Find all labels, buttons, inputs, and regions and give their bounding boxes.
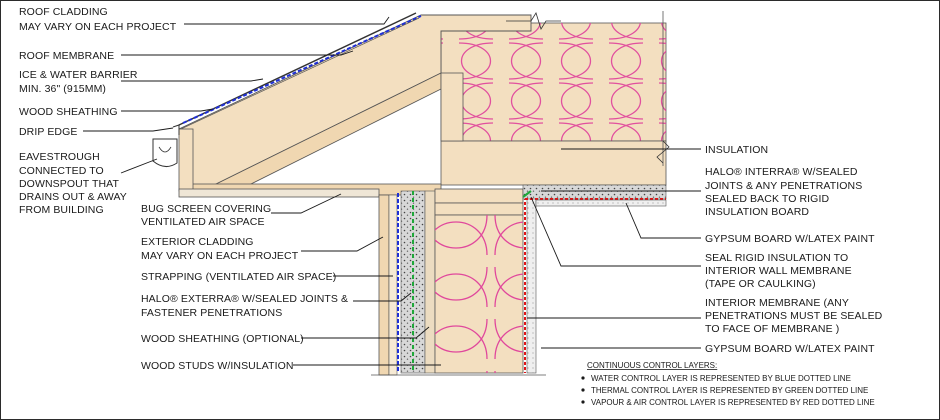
label-wood-sheathing-roof: WOOD SHEATHING [19, 106, 118, 118]
eavestrough [152, 138, 178, 167]
leader-lines [83, 16, 701, 366]
thermal-corner-seal [522, 190, 532, 198]
label-insulation: INSULATION [705, 144, 768, 156]
wall-assembly [371, 184, 667, 376]
gypsum-ceiling [535, 199, 667, 207]
wall-sheathing [424, 190, 436, 374]
strapping [388, 194, 398, 376]
break-line-top [506, 12, 561, 30]
roof-assembly [178, 11, 670, 196]
exterior-cladding [378, 194, 390, 376]
top-plate-2 [434, 202, 524, 216]
fascia [178, 128, 194, 192]
label-gypsum-ceiling: GYPSUM BOARD W/LATEX PAINT [705, 233, 875, 245]
eave-assembly [152, 124, 380, 198]
legend: CONTINUOUS CONTROL LAYERS: WATER CONTROL… [581, 361, 875, 407]
label-drip-edge: DRIP EDGE [19, 126, 77, 138]
right-labels: INSULATION HALO® INTERRA® W/SEALED JOINT… [705, 144, 885, 355]
roof-sheathing-line [180, 17, 420, 130]
legend-title: CONTINUOUS CONTROL LAYERS: [587, 361, 717, 370]
label-interior-membrane: INTERIOR MEMBRANE (ANY PENETRATIONS MUST… [705, 297, 885, 335]
ceiling-rigid-insulation [522, 184, 667, 200]
ice-water-barrier-line [182, 15, 422, 124]
soffit [178, 188, 380, 198]
label-gypsum-wall: GYPSUM BOARD W/LATEX PAINT [705, 343, 875, 355]
label-seal-rigid: SEAL RIGID INSULATION TO INTERIOR WALL M… [705, 252, 855, 290]
drip-edge [172, 124, 180, 135]
label-halo-interra: HALO® INTERRA® W/SEALED JOINTS & ANY PEN… [705, 166, 865, 218]
break-line-right [656, 140, 670, 164]
gypsum-wall [526, 196, 537, 374]
label-roof-membrane: ROOF MEMBRANE [19, 50, 114, 62]
legend-item-vapour: VAPOUR & AIR CONTROL LAYER IS REPRESENTE… [591, 398, 875, 407]
label-wood-studs: WOOD STUDS W/INSULATION [141, 360, 294, 372]
ceiling-insulation-band [440, 140, 667, 186]
label-eavestrough: EAVESTROUGH CONNECTED TO DOWNSPOUT THAT … [19, 151, 130, 216]
top-plate [434, 188, 524, 204]
label-halo-exterra: HALO® EXTERRA® W/SEALED JOINTS &FASTENER… [141, 293, 348, 319]
label-wood-sheathing-wall: WOOD SHEATHING (OPTIONAL) [141, 333, 304, 345]
legend-item-thermal: THERMAL CONTROL LAYER IS REPRESENTED BY … [591, 386, 868, 395]
upper-post [440, 72, 464, 142]
legend-item-water: WATER CONTROL LAYER IS REPRESENTED BY BL… [591, 374, 851, 383]
label-strapping: STRAPPING (VENTILATED AIR SPACE) [141, 271, 336, 283]
